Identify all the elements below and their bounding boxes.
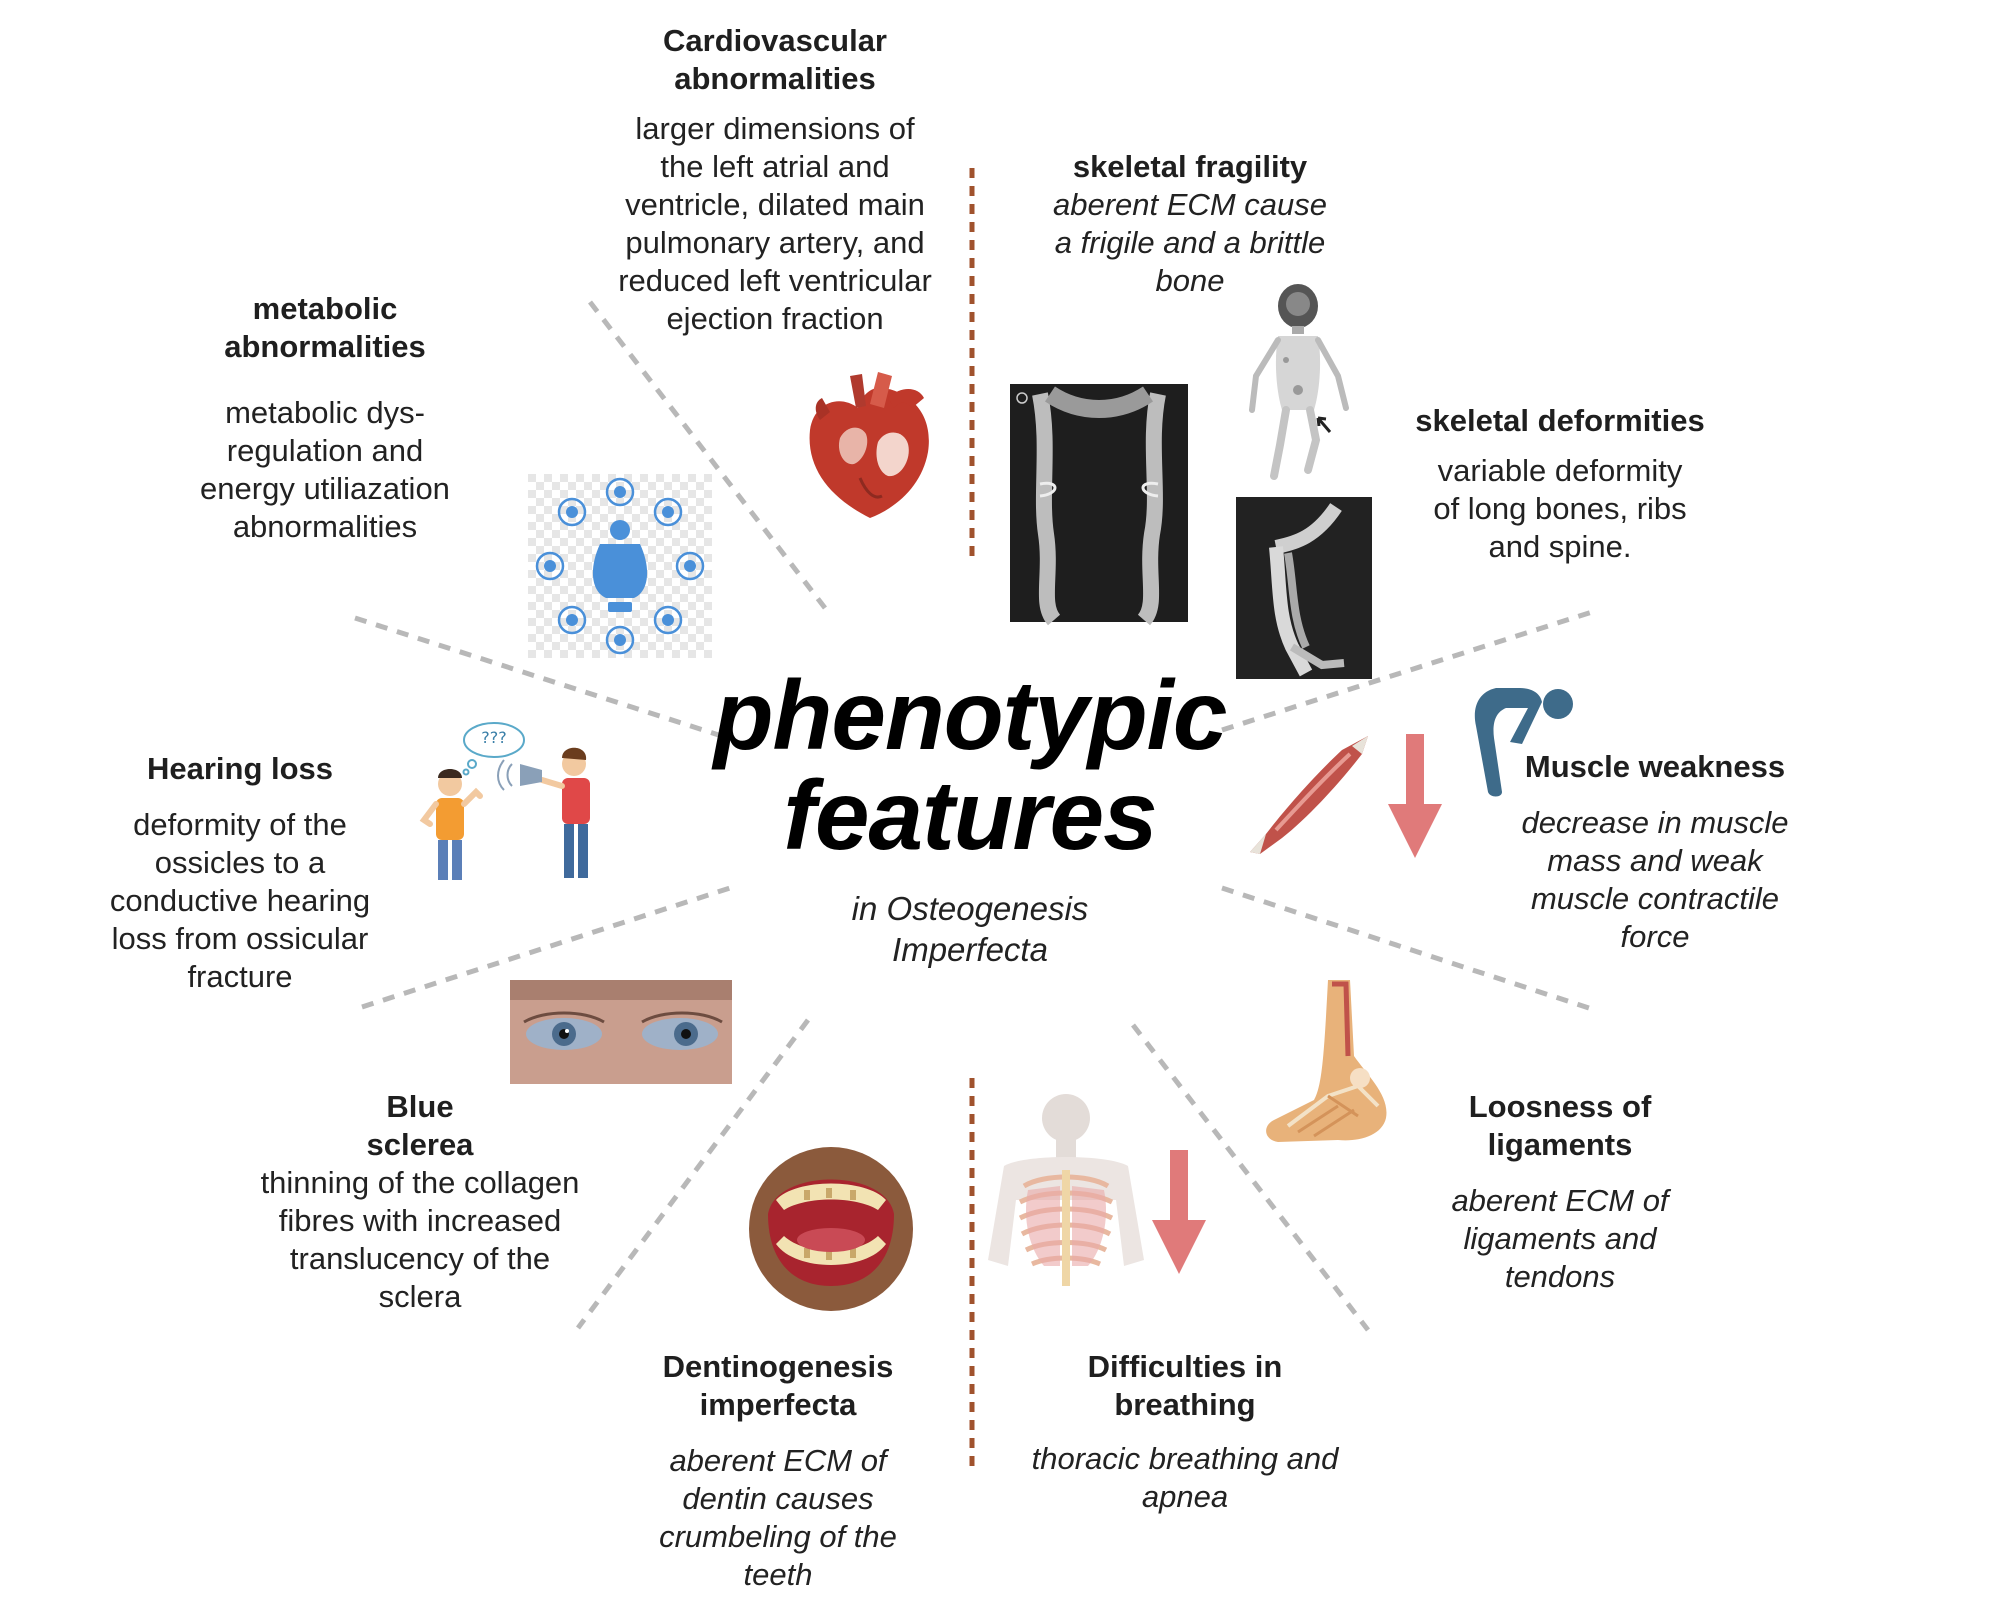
xray-arm-icon: [1236, 497, 1372, 679]
blue-sclera-desc-2: fibres with increased: [278, 1203, 562, 1238]
cardiovascular-title-1: Cardiovascular: [663, 23, 887, 58]
breathing-desc-2: apnea: [1141, 1479, 1229, 1514]
loose-ligaments-desc-1: aberent ECM of: [1451, 1183, 1669, 1218]
skeletal-deformities-title: skeletal deformities: [1415, 403, 1705, 438]
dentinogenesis-desc-2: dentin causes: [682, 1481, 874, 1516]
metabolic-desc-1: metabolic dys-: [225, 395, 425, 430]
metabolic-icon: [528, 474, 712, 658]
hearing-loss-desc-5: fracture: [187, 959, 293, 994]
cardiovascular-title-2: abnormalities: [674, 61, 876, 96]
center-title-block: phenotypic features: [690, 665, 1250, 865]
metabolic-title-1: metabolic: [252, 291, 398, 326]
skeleton-scan-icon: [1249, 284, 1349, 480]
cardiovascular-desc-1: larger dimensions of: [635, 111, 915, 146]
skeletal-fragility-desc-1: aberent ECM cause: [1053, 187, 1327, 222]
loose-ligaments-desc-2: ligaments and: [1463, 1221, 1657, 1256]
loose-ligaments-title-2: ligaments: [1487, 1127, 1633, 1162]
open-mouth-icon: [749, 1147, 913, 1311]
feature-metabolic: metabolic abnormalities metabolic dys- r…: [170, 290, 480, 546]
hearing-loss-icon: ???: [416, 720, 622, 896]
center-title-line1: phenotypic: [713, 660, 1228, 770]
feature-dentinogenesis: Dentinogenesis imperfecta aberent ECM of…: [628, 1348, 928, 1594]
breathing-down-arrow-icon: [1152, 1150, 1206, 1274]
blue-sclera-title-1: Blue: [386, 1089, 454, 1124]
dentinogenesis-title-1: Dentinogenesis: [662, 1349, 894, 1384]
feature-skeletal-fragility: skeletal fragility aberent ECM cause a f…: [1020, 148, 1360, 300]
muscle-weakness-desc-1: decrease in muscle: [1521, 805, 1789, 840]
skeletal-fragility-desc-3: bone: [1155, 263, 1225, 298]
metabolic-title-2: abnormalities: [224, 329, 426, 364]
ribcage-icon: [988, 1094, 1144, 1286]
center-title-line2: features: [783, 760, 1157, 870]
feature-cardiovascular: Cardiovascular abnormalities larger dime…: [590, 22, 960, 338]
cardiovascular-desc-5: reduced left ventricular: [618, 263, 932, 298]
hearing-loss-desc-1: deformity of the: [133, 807, 347, 842]
center-subtitle-block: in Osteogenesis Imperfecta: [760, 888, 1180, 970]
skeletal-deformities-desc-3: and spine.: [1488, 529, 1632, 564]
metabolic-desc-2: regulation and: [226, 433, 424, 468]
blue-sclera-desc-1: thinning of the collagen: [260, 1165, 580, 1200]
cardiovascular-desc-3: ventricle, dilated main: [625, 187, 925, 222]
hearing-loss-desc-2: ossicles to a: [154, 845, 326, 880]
skeletal-fragility-title: skeletal fragility: [1072, 149, 1308, 184]
dentinogenesis-desc-3: crumbeling of the: [659, 1519, 897, 1554]
xray-legs-icon: [1010, 384, 1188, 626]
blue-eyes-icon: [510, 980, 732, 1084]
feature-loose-ligaments: Loosness of ligaments aberent ECM of lig…: [1410, 1088, 1710, 1296]
breathing-desc-1: thoracic breathing and: [1031, 1441, 1339, 1476]
cardiovascular-desc-6: ejection fraction: [666, 301, 884, 336]
dentinogenesis-desc-1: aberent ECM of: [669, 1443, 887, 1478]
center-subtitle-line1: in Osteogenesis: [851, 890, 1089, 927]
metabolic-desc-3: energy utiliazation: [200, 471, 450, 506]
hearing-loss-desc-4: loss from ossicular: [111, 921, 369, 956]
loose-ligaments-title-1: Loosness of: [1468, 1089, 1652, 1124]
breathing-title-2: breathing: [1114, 1387, 1256, 1422]
skeletal-deformities-desc-2: of long bones, ribs: [1433, 491, 1687, 526]
metabolic-desc-4: abnormalities: [232, 509, 418, 544]
foot-ligaments-icon: [1266, 980, 1387, 1142]
dentinogenesis-title-2: imperfecta: [699, 1387, 857, 1422]
breathing-title-1: Difficulties in: [1087, 1349, 1283, 1384]
bending-person-icon: [1474, 688, 1573, 797]
speech-bubble-text: ???: [481, 728, 507, 747]
loose-ligaments-desc-3: tendons: [1504, 1259, 1616, 1294]
center-subtitle-line2: Imperfecta: [892, 931, 1048, 968]
dentinogenesis-desc-4: teeth: [743, 1557, 813, 1592]
muscle-weakness-desc-3: muscle contractile: [1530, 881, 1780, 916]
blue-sclera-title-2: sclerea: [366, 1127, 474, 1162]
feature-hearing-loss: Hearing loss deformity of the ossicles t…: [80, 750, 400, 996]
down-arrow-icon: [1388, 734, 1442, 858]
feature-blue-sclera: Blue sclerea thinning of the collagen fi…: [240, 1088, 600, 1316]
heart-icon: [809, 372, 929, 518]
skeletal-deformities-desc-1: variable deformity: [1437, 453, 1683, 488]
skeletal-fragility-desc-2: a frigile and a brittle: [1054, 225, 1326, 260]
blue-sclera-desc-3: translucency of the: [289, 1241, 551, 1276]
feature-breathing: Difficulties in breathing thoracic breat…: [1000, 1348, 1370, 1516]
muscle-weakness-desc-4: force: [1620, 919, 1690, 954]
cardiovascular-desc-2: the left atrial and: [660, 149, 890, 184]
muscle-icon: [1250, 736, 1368, 854]
hearing-loss-desc-3: conductive hearing: [109, 883, 371, 918]
hearing-loss-title: Hearing loss: [146, 751, 334, 786]
feature-skeletal-deformities: skeletal deformities variable deformity …: [1400, 402, 1720, 566]
muscle-weakness-desc-2: mass and weak: [1547, 843, 1763, 878]
muscle-weakness-title: Muscle weakness: [1524, 749, 1786, 784]
feature-muscle-weakness: Muscle weakness decrease in muscle mass …: [1490, 748, 1820, 956]
cardiovascular-desc-4: pulmonary artery, and: [625, 225, 925, 260]
blue-sclera-desc-4: sclera: [378, 1279, 462, 1314]
